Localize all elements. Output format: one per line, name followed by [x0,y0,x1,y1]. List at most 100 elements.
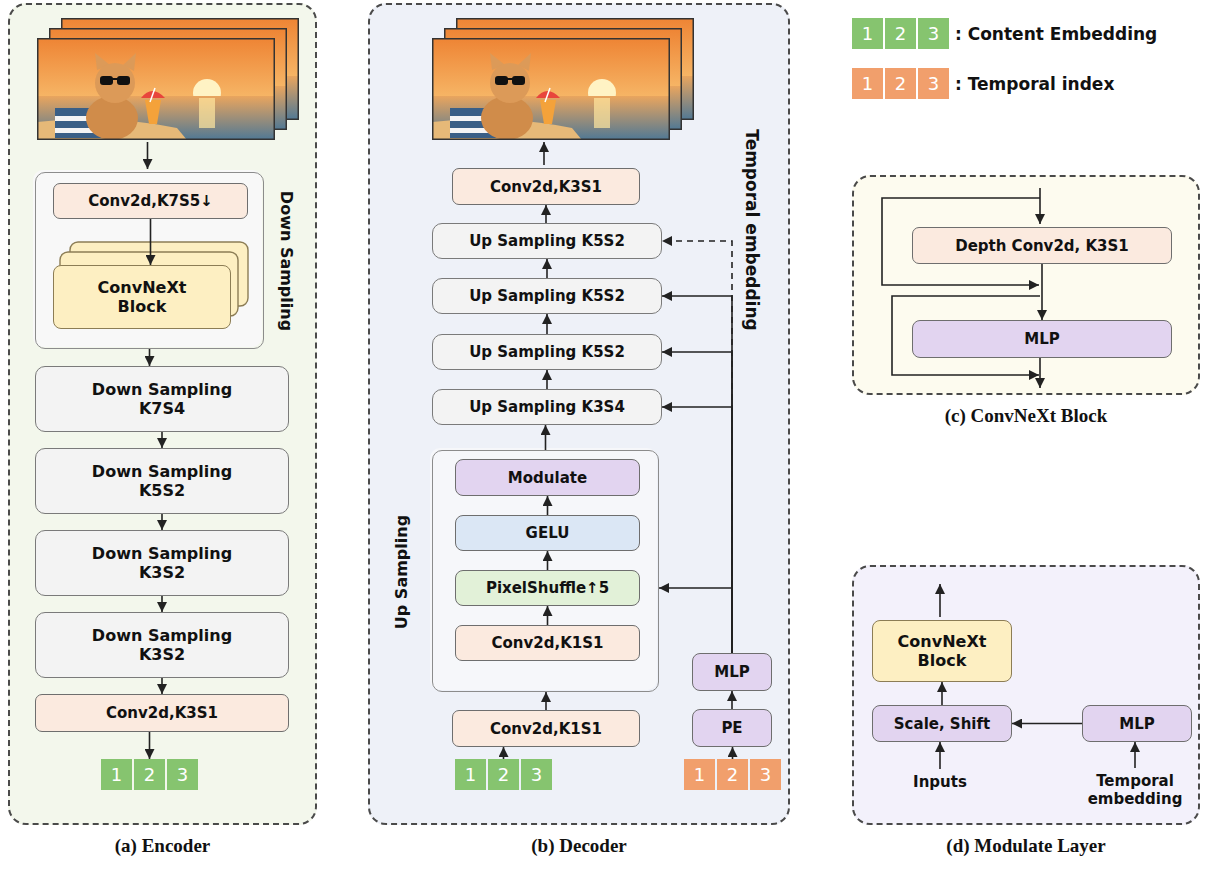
arrow-connector [662,241,732,653]
arrow-connector [547,496,549,515]
box-text: 3 [177,764,188,786]
signal-label: Temporal embedding [742,129,762,330]
activation-box: GELU [455,515,640,551]
box-text: ConvNeXt Block [892,632,992,670]
box-text: Conv2d,K3S1 [490,178,602,196]
box-text: Conv2d,K1S1 [492,634,604,652]
arrow-connector [547,606,549,625]
legend-row: 1 23 : Temporal index [852,68,1114,99]
box-text: Conv2d,K7S5↓ [88,192,213,210]
sampling-block: Up Sampling K5S2 [432,334,662,370]
arrow-connector [662,296,732,653]
sampling-block: Down Sampling K3S2 [35,612,289,678]
group-ground [430,448,657,690]
arrow-connector [545,692,547,710]
convnext-block: ConvNeXt Block [872,620,1012,682]
legend-cell: 1 [852,18,883,49]
conv-layer-box: Depth Conv2d, K3S1 [912,227,1172,264]
temporal-index-cell: 2 [717,759,748,790]
legend: 123: Content Embedding123: Temporal inde… [852,18,1202,108]
box-text: Down Sampling K5S2 [87,462,237,500]
arrow-connector [161,432,163,448]
mlp-box: Modulate [455,459,640,496]
content-embedding-cell: 3 [167,759,198,790]
content-embedding-cell: 3 [521,759,552,790]
sampling-block: Up Sampling K5S2 [432,278,662,314]
arrow-connector [545,205,547,223]
arrow-connector [941,682,943,705]
mlp-box: MLP [692,653,772,691]
video-frames-illustration [37,18,299,140]
box-text: Down Sampling K7S4 [87,380,237,418]
arrow-connector [1041,264,1043,320]
box-text: 1 [694,764,705,786]
panel-ground [852,565,1200,825]
arrow-connector [161,596,163,612]
box-text: 3 [760,764,771,786]
box-text: 2 [727,764,738,786]
content-embedding-cell: 1 [455,759,486,790]
convnext-block: ConvNeXt Block [53,265,231,329]
cell-number: 2 [895,23,906,44]
arrow-connector [662,407,732,653]
box-text: MLP [714,663,749,681]
panel-caption: (a) Encoder [0,835,345,858]
legend-cell: 3 [918,68,949,99]
group-box: Up SamplingModulateGELUPixelShuffle↑5Con… [432,450,659,692]
cell-number: 1 [862,73,873,94]
panel-ground [852,175,1200,395]
box-text: Conv2d,K3S1 [106,704,218,722]
arrow-connector [150,219,152,265]
arrow-connector [659,588,732,653]
input-label: Inputs [913,773,967,791]
arrow-connector [547,551,549,570]
box-text: 1 [465,764,476,786]
legend-swatch: 1 23 [852,68,949,99]
content-embedding-cell: 2 [488,759,519,790]
group-label: Up Sampling [392,515,411,629]
box-text: 3 [531,764,542,786]
content-embedding-cell: 1 [101,759,132,790]
legend-text: : Content Embedding [955,24,1157,44]
video-frames-illustration [432,18,694,140]
conv-layer-box: Conv2d,K3S1 [35,694,289,732]
box-text: Up Sampling K5S2 [469,232,625,250]
box-text: 2 [498,764,509,786]
panel-frame: (b) DecoderConv2d,K3S1Up Sampling K5S2Up… [368,3,790,825]
group-ground [33,170,262,347]
box-text: MLP [1119,715,1154,733]
conv-layer-box: Conv2d,K1S1 [455,625,640,661]
box-text: Scale, Shift [894,715,990,733]
arrow-connector [546,259,548,278]
pixelshuffle-box: PixelShuffle↑5 [455,570,640,606]
panel-ground [368,3,790,825]
panel-ground [8,3,317,825]
legend-cell: 1 [852,68,883,99]
box-text: MLP [1024,330,1059,348]
sampling-block: Up Sampling K5S2 [432,223,662,259]
arrow-connector [161,514,163,530]
arrow-connector [662,352,732,653]
sampling-block: Down Sampling K7S4 [35,366,289,432]
arrow-connector [732,747,734,759]
box-text: Up Sampling K3S4 [469,398,625,416]
arrow-connector [503,747,505,759]
mlp-box: MLP [912,320,1172,358]
cell-number: 2 [895,73,906,94]
arrow-connector [161,678,163,694]
conv-layer-box: Conv2d,K3S1 [452,168,640,205]
box-text: Up Sampling K5S2 [469,343,625,361]
panel-caption: (b) Decoder [340,835,818,858]
box-text: Modulate [508,469,587,487]
box-text: Down Sampling K3S2 [87,544,237,582]
group-box: Down SamplingConv2d,K7S5↓ConvNeXt Block [35,172,264,349]
mlp-box: Scale, Shift [872,705,1012,742]
legend-text: : Temporal index [955,74,1114,94]
box-text: 2 [144,764,155,786]
box-text: Down Sampling K3S2 [87,626,237,664]
sampling-block: Up Sampling K3S4 [432,389,662,425]
sampling-block: Down Sampling K3S2 [35,530,289,596]
arrow-connector [546,370,548,389]
content-embedding-cell: 2 [134,759,165,790]
